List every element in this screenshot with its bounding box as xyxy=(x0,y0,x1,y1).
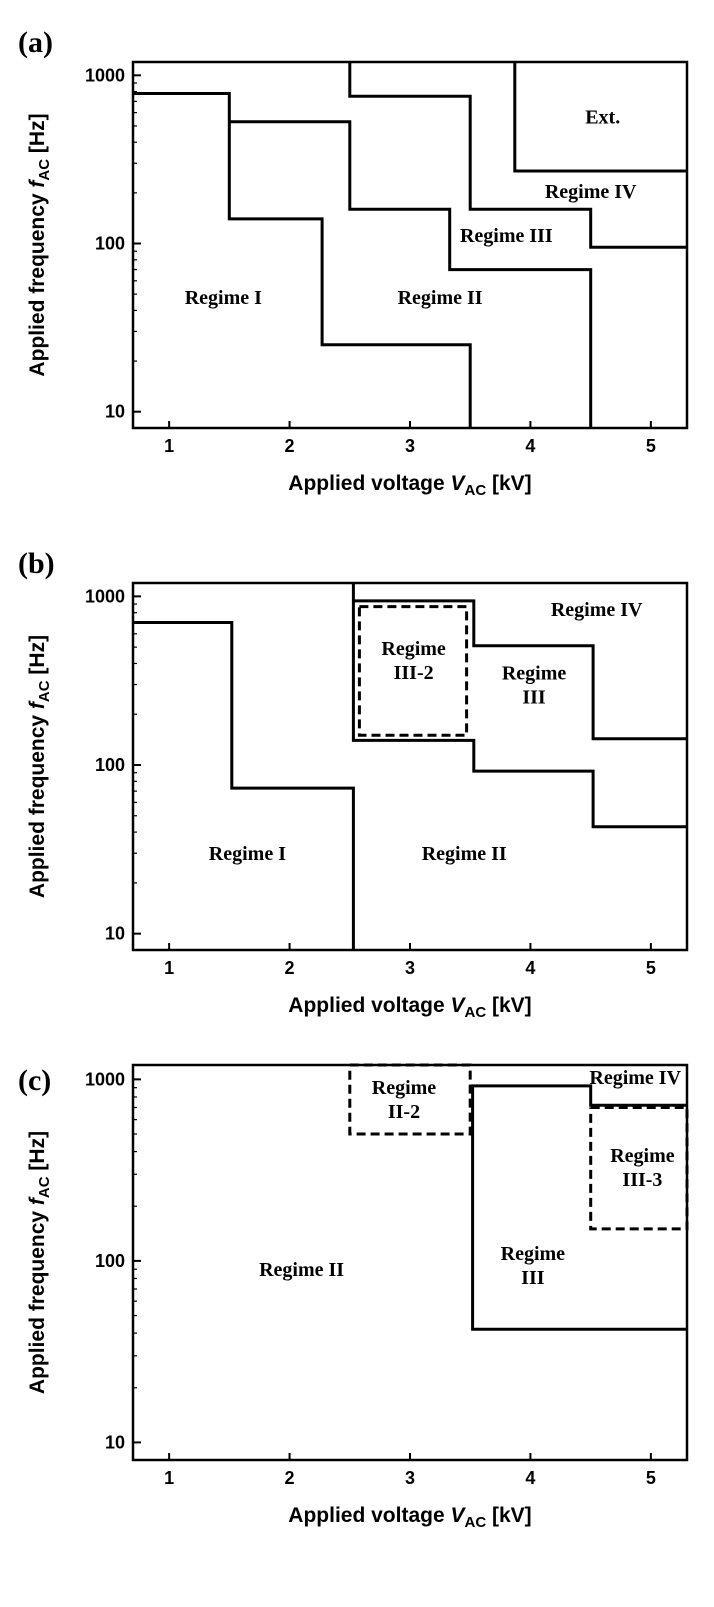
panel-label: (a) xyxy=(18,26,53,59)
y-axis-label: Applied frequency fAC [Hz] xyxy=(26,1131,53,1394)
y-axis-label: Applied frequency fAC [Hz] xyxy=(26,113,53,376)
x-axis-label: Applied voltage VAC [kV] xyxy=(288,1504,531,1531)
y-tick-label: 100 xyxy=(95,1251,125,1271)
x-tick-label: 5 xyxy=(646,958,656,978)
y-axis-label: Applied frequency fAC [Hz] xyxy=(26,635,53,898)
dashed-boundary-2 xyxy=(348,1063,472,1136)
y-tick-label: 10 xyxy=(105,924,125,944)
x-axis-label: Applied voltage VAC [kV] xyxy=(288,472,531,499)
y-tick-label: 1000 xyxy=(85,65,125,85)
region-label: Ext. xyxy=(585,106,620,128)
x-tick-label: 2 xyxy=(285,436,295,456)
regime-boundary-2 xyxy=(353,599,687,741)
plot-frame xyxy=(131,1063,689,1462)
region-label: Regime I xyxy=(209,843,286,865)
region-label: Regime II xyxy=(422,843,507,865)
x-tick-label: 4 xyxy=(525,1468,535,1488)
y-tick-label: 100 xyxy=(95,234,125,254)
region-label: Regime III xyxy=(460,225,553,247)
x-tick-label: 1 xyxy=(164,958,174,978)
regime-boundary-1 xyxy=(351,583,687,829)
regime-boundary-1 xyxy=(229,120,593,428)
panel-label: (b) xyxy=(18,547,55,580)
y-tick-label: 10 xyxy=(105,402,125,422)
x-tick-label: 3 xyxy=(405,958,415,978)
regime-boundary-2 xyxy=(348,62,687,249)
x-tick-label: 2 xyxy=(285,958,295,978)
regime-boundary-1 xyxy=(471,1084,687,1331)
dashed-boundary-3 xyxy=(357,605,469,737)
region-label: Regime II xyxy=(259,1259,344,1281)
regime-boundary-3 xyxy=(513,62,687,173)
region-label: Regime II xyxy=(398,287,483,309)
panel-label: (c) xyxy=(18,1064,51,1097)
x-tick-label: 1 xyxy=(164,1468,174,1488)
regime-boundary-0 xyxy=(133,621,355,950)
region-label: Regime I xyxy=(185,287,262,309)
x-tick-label: 1 xyxy=(164,436,174,456)
x-tick-label: 5 xyxy=(646,1468,656,1488)
x-tick-label: 5 xyxy=(646,436,656,456)
region-label: Regime IV xyxy=(589,1067,681,1089)
y-tick-label: 100 xyxy=(95,755,125,775)
x-tick-label: 3 xyxy=(405,1468,415,1488)
x-tick-label: 4 xyxy=(525,958,535,978)
region-label: Regime IV xyxy=(551,599,643,621)
y-tick-label: 1000 xyxy=(85,1069,125,1089)
x-tick-label: 3 xyxy=(405,436,415,456)
x-tick-label: 4 xyxy=(525,436,535,456)
x-tick-label: 2 xyxy=(285,1468,295,1488)
y-tick-label: 1000 xyxy=(85,586,125,606)
y-tick-label: 10 xyxy=(105,1432,125,1452)
region-label: Regime IV xyxy=(545,181,637,203)
x-axis-label: Applied voltage VAC [kV] xyxy=(288,994,531,1021)
regime-boundary-0 xyxy=(133,92,472,428)
